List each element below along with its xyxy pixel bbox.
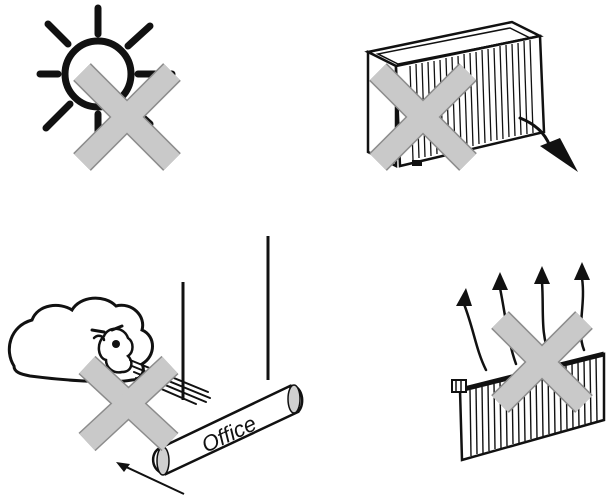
sun-panel: [36, 4, 181, 171]
sun-icon: [36, 4, 176, 138]
prohibited-cross-icon: [73, 63, 181, 171]
prohibited-cross-icon: [369, 63, 477, 171]
clearance-arrow-icon: [116, 462, 185, 495]
smoke-cloud-icon: [7, 296, 211, 405]
outdoor-unit-panel: [364, 20, 578, 172]
radiator-panel: [451, 262, 606, 462]
prohibited-cross-icon: [78, 355, 179, 452]
smoke-sign-panel: Office: [7, 236, 304, 495]
prohibited-cross-icon: [491, 311, 593, 413]
